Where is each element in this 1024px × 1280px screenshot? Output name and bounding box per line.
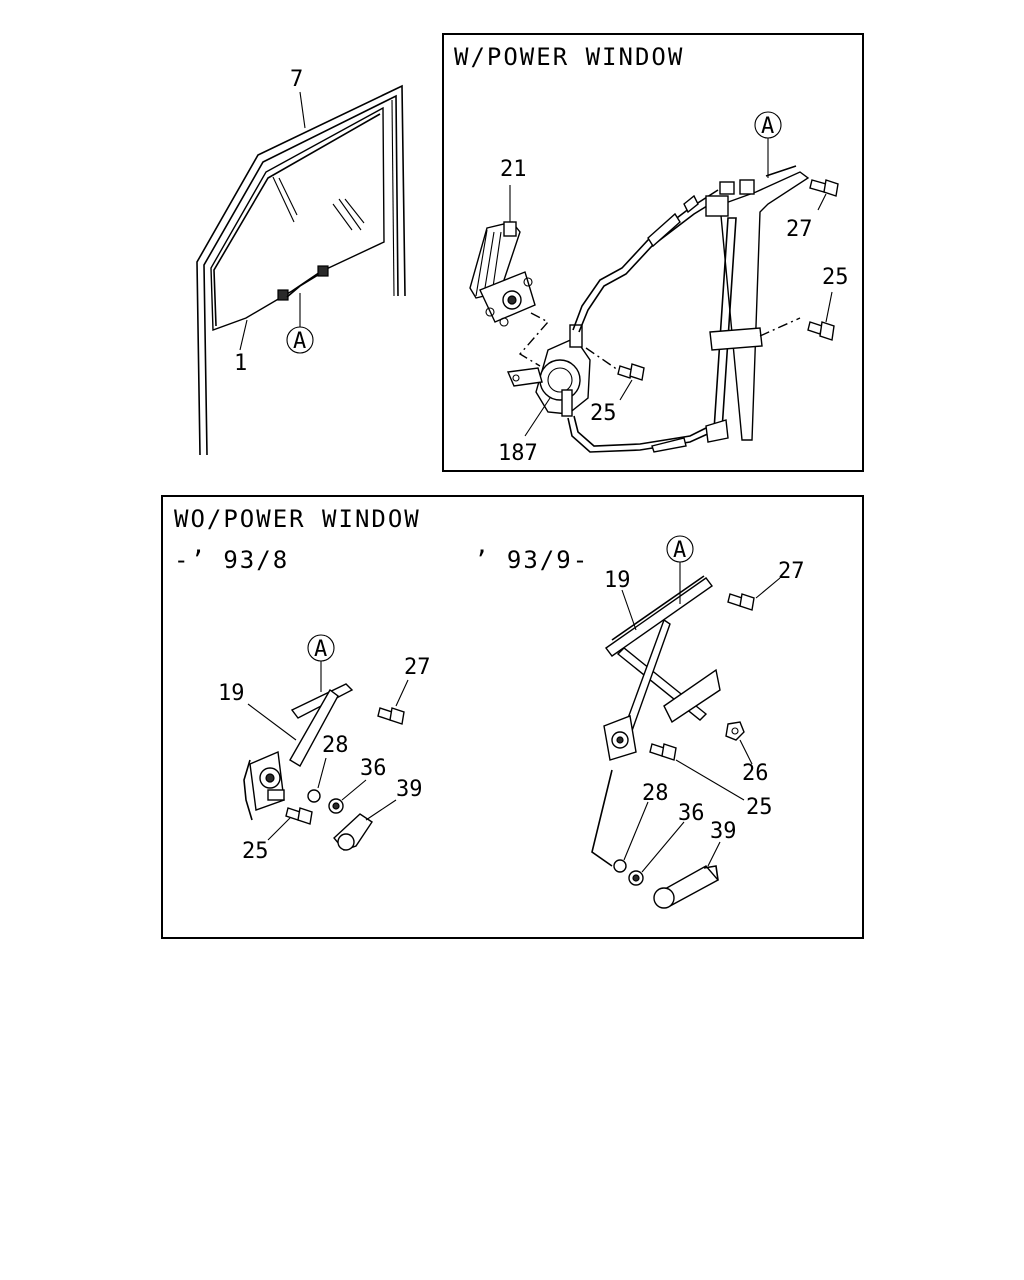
callout-ref-a-late: A (673, 538, 686, 563)
callout-handle-late: 39 (710, 819, 737, 844)
callout-bolt-late: 25 (746, 795, 773, 820)
callout-bolt-right: 25 (822, 265, 849, 290)
callout-regulator-late: 19 (604, 568, 631, 593)
bolt-icon (377, 707, 405, 725)
power-window-motor-icon (469, 221, 536, 327)
window-regulator-icon (603, 575, 721, 761)
callout-ref-a-power: A (761, 114, 774, 139)
spring-icon (628, 870, 644, 886)
manual-window-title: WO/POWER WINDOW (174, 505, 421, 533)
callout-ref-a-glass: A (293, 329, 306, 354)
window-crank-handle-icon (333, 813, 373, 851)
door-glass-assembly: 7 1 A (196, 67, 406, 456)
callout-nut-late: 26 (742, 761, 769, 786)
window-crank-handle-icon (653, 865, 720, 909)
callout-washer-late: 28 (642, 781, 669, 806)
bolt-icon (807, 321, 835, 341)
variant-late-label: ’ 93/9- (474, 546, 589, 574)
glass-run-channel (196, 84, 406, 456)
callout-washer-early: 28 (322, 733, 349, 758)
callout-bolt-top-late: 27 (778, 559, 805, 584)
power-window-panel: W/POWER WINDOW (442, 33, 864, 472)
washer-icon (307, 789, 321, 803)
door-glass-icon (210, 106, 385, 331)
nut-icon (725, 721, 745, 741)
bolt-icon (285, 807, 313, 825)
variant-early-label: -’ 93/8 (174, 546, 289, 574)
bolt-icon (809, 179, 839, 197)
callout-regulator-187: 187 (498, 441, 538, 466)
callout-bolt-top-early: 27 (404, 655, 431, 680)
bolt-icon (617, 363, 645, 381)
callout-glass-run-channel: 7 (290, 67, 303, 92)
callout-handle-early: 39 (396, 777, 423, 802)
callout-motor: 21 (500, 157, 527, 182)
callout-regulator-early: 19 (218, 681, 245, 706)
callout-spring-early: 36 (360, 756, 387, 781)
callout-glass: 1 (234, 351, 247, 376)
callout-spring-late: 36 (678, 801, 705, 826)
regulator-gearbox-icon (506, 324, 591, 417)
callout-bolt-bottom-early: 25 (242, 839, 269, 864)
callout-bolt-upper: 27 (786, 217, 813, 242)
callout-bolt-motor: 25 (590, 401, 617, 426)
callout-ref-a-early: A (314, 637, 327, 662)
bolt-icon (649, 743, 677, 761)
manual-window-panel: WO/POWER WINDOW -’ 93/8 ’ 93/9- (161, 495, 864, 939)
window-regulator-icon (243, 683, 354, 821)
washer-icon (613, 859, 627, 873)
spring-icon (328, 798, 344, 814)
power-window-title: W/POWER WINDOW (454, 43, 684, 71)
bolt-icon (727, 593, 755, 611)
